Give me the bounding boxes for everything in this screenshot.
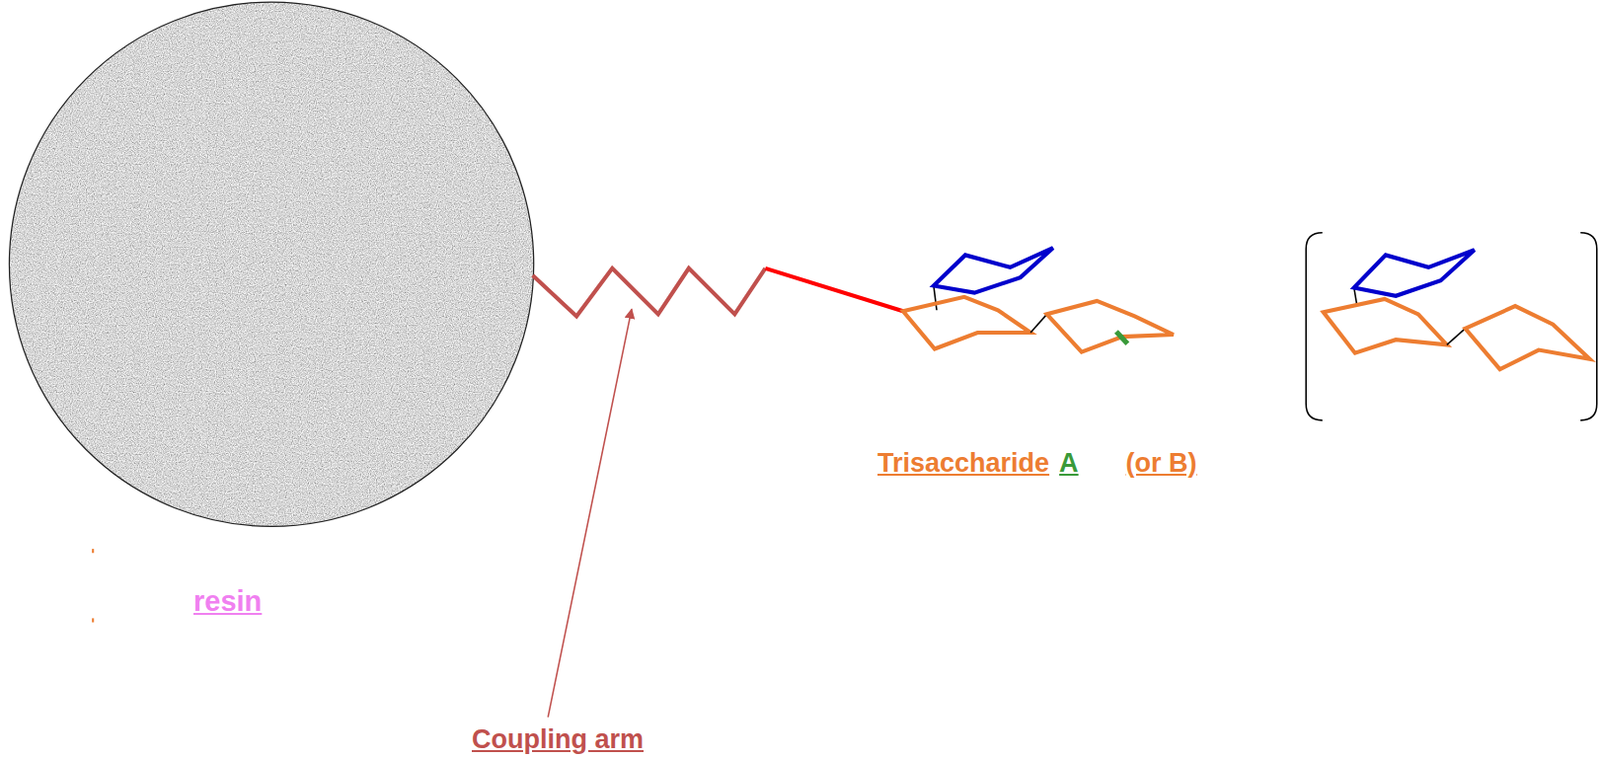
leader-line (547, 308, 632, 717)
bracket (1305, 232, 1598, 421)
trisaccharide (903, 247, 1174, 352)
coupling-arm-label: Coupling arm (471, 725, 644, 756)
resin-bead (4, 0, 541, 531)
linker (764, 268, 904, 311)
mark (91, 548, 94, 553)
mark (91, 617, 94, 622)
variant-note: (or B) (1126, 449, 1198, 479)
coupling-arm (533, 268, 766, 317)
trisaccharide-free (1323, 249, 1591, 370)
trisaccharide-label: Trisaccharide (877, 449, 1050, 479)
variant-letter: A (1059, 449, 1079, 479)
resin-label: resin (193, 586, 262, 618)
